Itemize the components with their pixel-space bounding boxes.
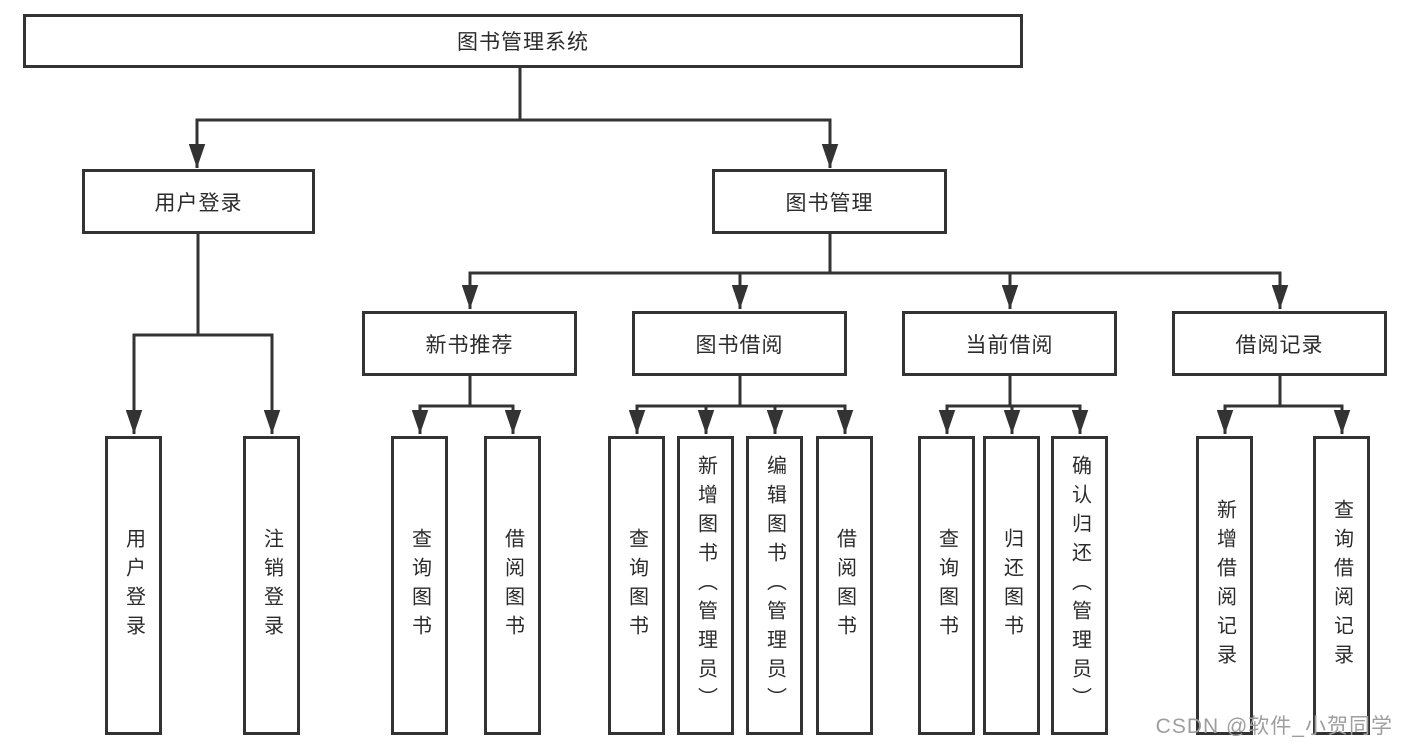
node-leaf-query-books: 查询图书	[918, 436, 975, 735]
node-label: 查询借阅记录	[1330, 498, 1353, 673]
connector-bars	[132, 68, 1344, 408]
node-leaf-logout: 注销登录	[243, 436, 300, 735]
node-label: 用户登录	[154, 191, 243, 215]
node-leaf-borrow-books: 借阅图书	[484, 436, 541, 735]
node-label: 新增图书（管理员）	[694, 455, 717, 716]
node-current-borrow: 当前借阅	[902, 311, 1117, 376]
node-label: 查询图书	[935, 527, 958, 644]
node-leaf-edit-books-admin: 编辑图书（管理员）	[746, 436, 803, 735]
connector-arrows	[125, 120, 1351, 434]
node-user-login: 用户登录	[82, 169, 315, 234]
node-new-book-recommend: 新书推荐	[362, 311, 577, 376]
node-label: 注销登录	[260, 527, 283, 644]
node-book-borrow: 图书借阅	[632, 311, 847, 376]
node-leaf-confirm-return-admin: 确认归还（管理员）	[1051, 436, 1108, 735]
node-label: 新增借阅记录	[1213, 498, 1236, 673]
node-leaf-return-books: 归还图书	[983, 436, 1040, 735]
node-leaf-user-login: 用户登录	[105, 436, 162, 735]
node-leaf-add-borrow-record: 新增借阅记录	[1196, 436, 1253, 735]
node-leaf-query-books: 查询图书	[391, 436, 448, 735]
node-label: 新书推荐	[425, 333, 514, 357]
node-leaf-borrow-books: 借阅图书	[816, 436, 873, 735]
node-label: 查询图书	[625, 527, 648, 644]
node-label: 借阅记录	[1235, 333, 1324, 357]
node-leaf-query-borrow-record: 查询借阅记录	[1313, 436, 1370, 735]
node-book-management: 图书管理	[712, 169, 947, 234]
node-leaf-add-books-admin: 新增图书（管理员）	[677, 436, 734, 735]
node-label: 查询图书	[408, 527, 431, 644]
node-borrow-records: 借阅记录	[1172, 311, 1387, 376]
node-label: 当前借阅	[965, 333, 1054, 357]
node-root: 图书管理系统	[23, 14, 1023, 68]
node-label: 编辑图书（管理员）	[763, 455, 786, 716]
node-label: 借阅图书	[833, 527, 856, 644]
node-label: 借阅图书	[501, 527, 524, 644]
csdn-watermark: CSDN @软件_小贺同学	[1155, 715, 1393, 738]
node-label: 确认归还（管理员）	[1068, 455, 1091, 716]
node-label: 归还图书	[1000, 527, 1023, 644]
node-label: 图书借阅	[695, 333, 784, 357]
node-label: 图书管理系统	[457, 31, 589, 54]
node-label: 图书管理	[785, 191, 874, 215]
node-label: 用户登录	[122, 527, 145, 644]
node-leaf-query-books: 查询图书	[608, 436, 665, 735]
